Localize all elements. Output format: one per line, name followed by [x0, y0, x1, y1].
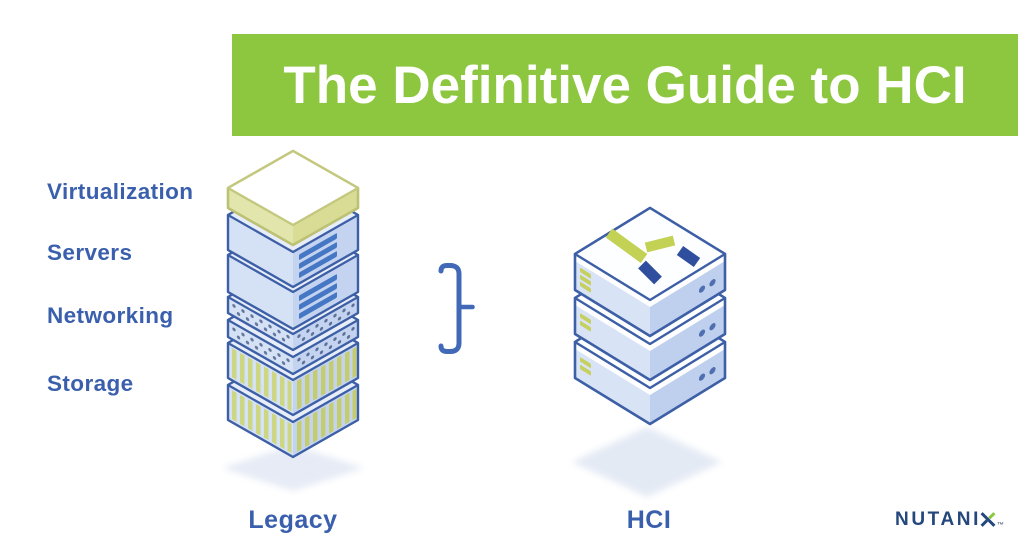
legacy-shadow [222, 445, 364, 491]
legacy-stack-label: Legacy [248, 506, 338, 534]
page-title: The Definitive Guide to HCI [283, 55, 967, 115]
nutanix-x-icon [605, 228, 701, 285]
layer-label-virtualization: Virtualization [47, 179, 194, 204]
hci-node-1 [573, 206, 727, 338]
hci-stack [573, 206, 727, 426]
server-vent-slots [299, 233, 337, 278]
legacy-stack [226, 149, 360, 459]
hci-stack-label: HCI [626, 506, 672, 534]
port-dots [698, 323, 716, 337]
layer-label-storage: Storage [47, 371, 134, 396]
nutanix-logo: NUTANI ™ [895, 510, 1004, 532]
port-dots [698, 279, 716, 293]
led-lights [580, 268, 591, 293]
hci-shadow [572, 427, 722, 497]
led-lights [580, 357, 591, 376]
brand-wordmark-text: NUTANI [895, 509, 981, 530]
server-vent-slots [299, 274, 337, 319]
trademark-symbol: ™ [997, 522, 1004, 529]
port-dots [698, 367, 716, 381]
led-lights [580, 313, 591, 332]
title-banner: The Definitive Guide to HCI [232, 34, 1018, 136]
legacy-layer-virtualization [226, 149, 360, 247]
layer-label-servers: Servers [47, 240, 133, 265]
layer-label-networking: Networking [47, 303, 174, 328]
brace-icon [438, 263, 475, 354]
nutanix-x-letter [980, 512, 996, 527]
